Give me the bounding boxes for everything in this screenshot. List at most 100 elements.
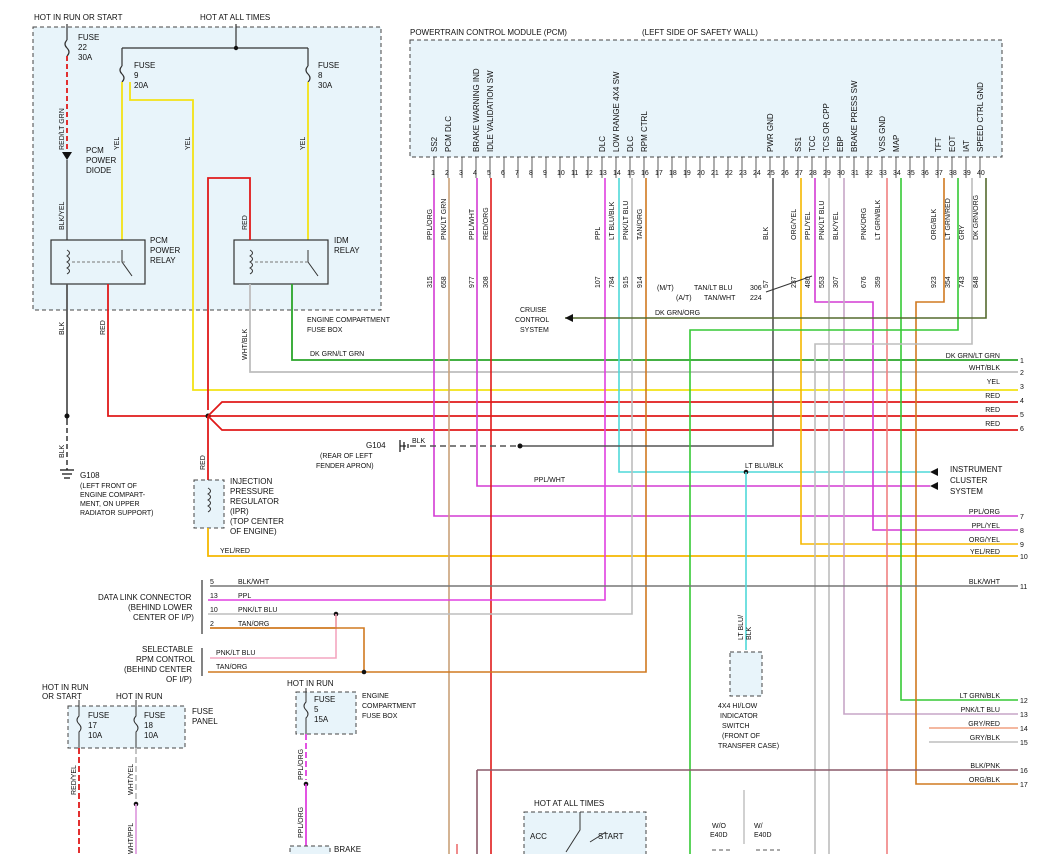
- pcm-pin-name: TCS OR CPP: [822, 103, 831, 152]
- pcm-pin-number: 17: [655, 170, 663, 177]
- svg-text:CLUSTER: CLUSTER: [950, 476, 988, 485]
- pcm-pin-name: PWR GND: [766, 113, 775, 152]
- svg-text:WHT/PPL: WHT/PPL: [128, 823, 135, 854]
- right-wire-label: BLK/PNK: [970, 763, 1000, 770]
- pcm-pin-number: 28: [809, 170, 817, 177]
- pcm-pin-number: 16: [641, 170, 649, 177]
- pcm-pin-number: 11: [571, 170, 578, 177]
- fuse-22: FUSE 22 30A: [64, 33, 99, 62]
- dlc-wire-label: BLK/WHT: [238, 579, 270, 586]
- svg-text:FUSE: FUSE: [144, 711, 165, 720]
- pcm-pin-number: 1: [431, 170, 435, 177]
- right-wire-number: 6: [1020, 426, 1024, 433]
- svg-text:PPL/ORG: PPL/ORG: [298, 749, 305, 780]
- svg-text:PPL/WHT: PPL/WHT: [534, 477, 566, 484]
- right-wire-label: RED: [985, 407, 1000, 414]
- dlc-pin-number: 10: [210, 607, 218, 614]
- svg-text:224: 224: [750, 295, 762, 302]
- pcm-pin-circuit: 848: [973, 276, 980, 288]
- pcm-pin-wire-color: PPL/ORG: [427, 209, 434, 240]
- svg-text:(FRONT OF: (FRONT OF: [722, 733, 760, 740]
- svg-text:SELECTABLE: SELECTABLE: [142, 645, 193, 654]
- pcm-pin-name: DLC: [598, 136, 607, 152]
- pcm-pin-number: 10: [557, 170, 565, 177]
- svg-text:FENDER APRON): FENDER APRON): [316, 463, 374, 470]
- pcm-pin-number: 38: [949, 170, 957, 177]
- svg-text:W/O: W/O: [712, 823, 727, 830]
- pcm-pin-name: IDLE VALIDATION SW: [486, 70, 495, 152]
- pcm-power-diode-icon: [62, 152, 72, 160]
- idm-relay: IDM RELAY: [233, 236, 360, 285]
- svg-text:4X4 HI/LOW: 4X4 HI/LOW: [718, 703, 758, 710]
- svg-text:RED: RED: [200, 455, 207, 470]
- svg-text:(BEHIND CENTER: (BEHIND CENTER: [124, 665, 192, 674]
- right-wire-labels: 1DK GRN/LT GRN2WHT/BLK3YEL4RED5RED6RED7P…: [946, 353, 1028, 789]
- svg-text:IDM: IDM: [334, 236, 349, 245]
- pcm-pin-number: 37: [935, 170, 943, 177]
- pcm-pin-wire-color: RED/ORG: [483, 207, 490, 240]
- right-wire-label: PPL/ORG: [969, 509, 1000, 516]
- pcm-pin-number: 22: [725, 170, 733, 177]
- right-wire-number: 10: [1020, 554, 1028, 561]
- svg-text:YEL: YEL: [185, 137, 192, 150]
- svg-text:WHT/BLK: WHT/BLK: [242, 329, 249, 360]
- right-wire-number: 17: [1020, 782, 1028, 789]
- pcm-pin-number: 23: [739, 170, 747, 177]
- svg-text:10A: 10A: [88, 731, 103, 740]
- svg-text:CONTROL: CONTROL: [515, 317, 549, 324]
- svg-text:POWER: POWER: [86, 156, 116, 165]
- pcm-pin-number: 31: [851, 170, 859, 177]
- right-wire-label: RED: [985, 393, 1000, 400]
- right-wire-label: WHT/BLK: [969, 365, 1000, 372]
- right-wire-label: ORG/YEL: [969, 537, 1000, 544]
- pcm-pin-name: VSS GND: [878, 116, 887, 152]
- svg-text:PCM: PCM: [150, 236, 168, 245]
- pcm-pin-number: 6: [501, 170, 505, 177]
- pcm-pin-number: 8: [529, 170, 533, 177]
- svg-text:OF ENGINE): OF ENGINE): [230, 527, 277, 536]
- svg-text:RED: RED: [100, 320, 107, 335]
- right-wire-number: 13: [1020, 712, 1028, 719]
- pcm-pin-name: RPM CTRL: [640, 111, 649, 152]
- svg-text:SWITCH: SWITCH: [722, 723, 750, 730]
- svg-text:HOT IN RUN: HOT IN RUN: [116, 692, 163, 701]
- svg-text:E40D: E40D: [710, 832, 728, 839]
- pcm-pin-wire-color: BLK: [763, 226, 770, 240]
- right-wire-label: YEL: [987, 379, 1000, 386]
- svg-text:YEL: YEL: [300, 137, 307, 150]
- svg-text:WHT/YEL: WHT/YEL: [128, 764, 135, 795]
- pcm-pin-number: 33: [879, 170, 887, 177]
- svg-text:TAN/ORG: TAN/ORG: [216, 664, 247, 671]
- svg-text:RADIATOR SUPPORT): RADIATOR SUPPORT): [80, 510, 154, 517]
- right-wire-number: 12: [1020, 698, 1028, 705]
- svg-text:RED/YEL: RED/YEL: [71, 765, 78, 795]
- svg-text:PANEL: PANEL: [192, 717, 218, 726]
- svg-text:(M/T): (M/T): [657, 285, 674, 292]
- right-wire-number: 5: [1020, 412, 1024, 419]
- svg-text:17: 17: [88, 721, 97, 730]
- svg-text:BLK: BLK: [59, 321, 66, 335]
- pcm-pin-circuit: 308: [483, 276, 490, 288]
- svg-text:INSTRUMENT: INSTRUMENT: [950, 465, 1003, 474]
- pcm-pin-circuit: 107: [595, 276, 602, 288]
- svg-text:CRUISE: CRUISE: [520, 307, 547, 314]
- pcm-location: (LEFT SIDE OF SAFETY WALL): [642, 28, 758, 37]
- right-wire-number: 2: [1020, 370, 1024, 377]
- fuse-9: FUSE 9 20A: [119, 61, 155, 90]
- right-wire-label: BLK/WHT: [969, 579, 1001, 586]
- svg-text:FUSE: FUSE: [192, 707, 213, 716]
- svg-text:20A: 20A: [134, 81, 149, 90]
- svg-text:TAN/LT BLU: TAN/LT BLU: [694, 285, 733, 292]
- pcm-pin-name: BRAKE WARNING IND: [472, 68, 481, 152]
- pcm-title: POWERTRAIN CONTROL MODULE (PCM): [410, 28, 567, 37]
- pcm-pin-number: 36: [921, 170, 929, 177]
- pcm-pin-circuit: 676: [861, 276, 868, 288]
- svg-text:PNK/LT BLU: PNK/LT BLU: [216, 650, 255, 657]
- svg-text:BLK: BLK: [59, 444, 66, 458]
- pcm-pin-number: 32: [865, 170, 873, 177]
- pcm-pin-wire-color: PNK/LT BLU: [623, 201, 630, 240]
- pcm-pin-circuit: 480: [805, 276, 812, 288]
- pcm-pin-number: 40: [977, 170, 985, 177]
- dlc-pin-number: 5: [210, 579, 214, 586]
- svg-text:G104: G104: [366, 441, 386, 450]
